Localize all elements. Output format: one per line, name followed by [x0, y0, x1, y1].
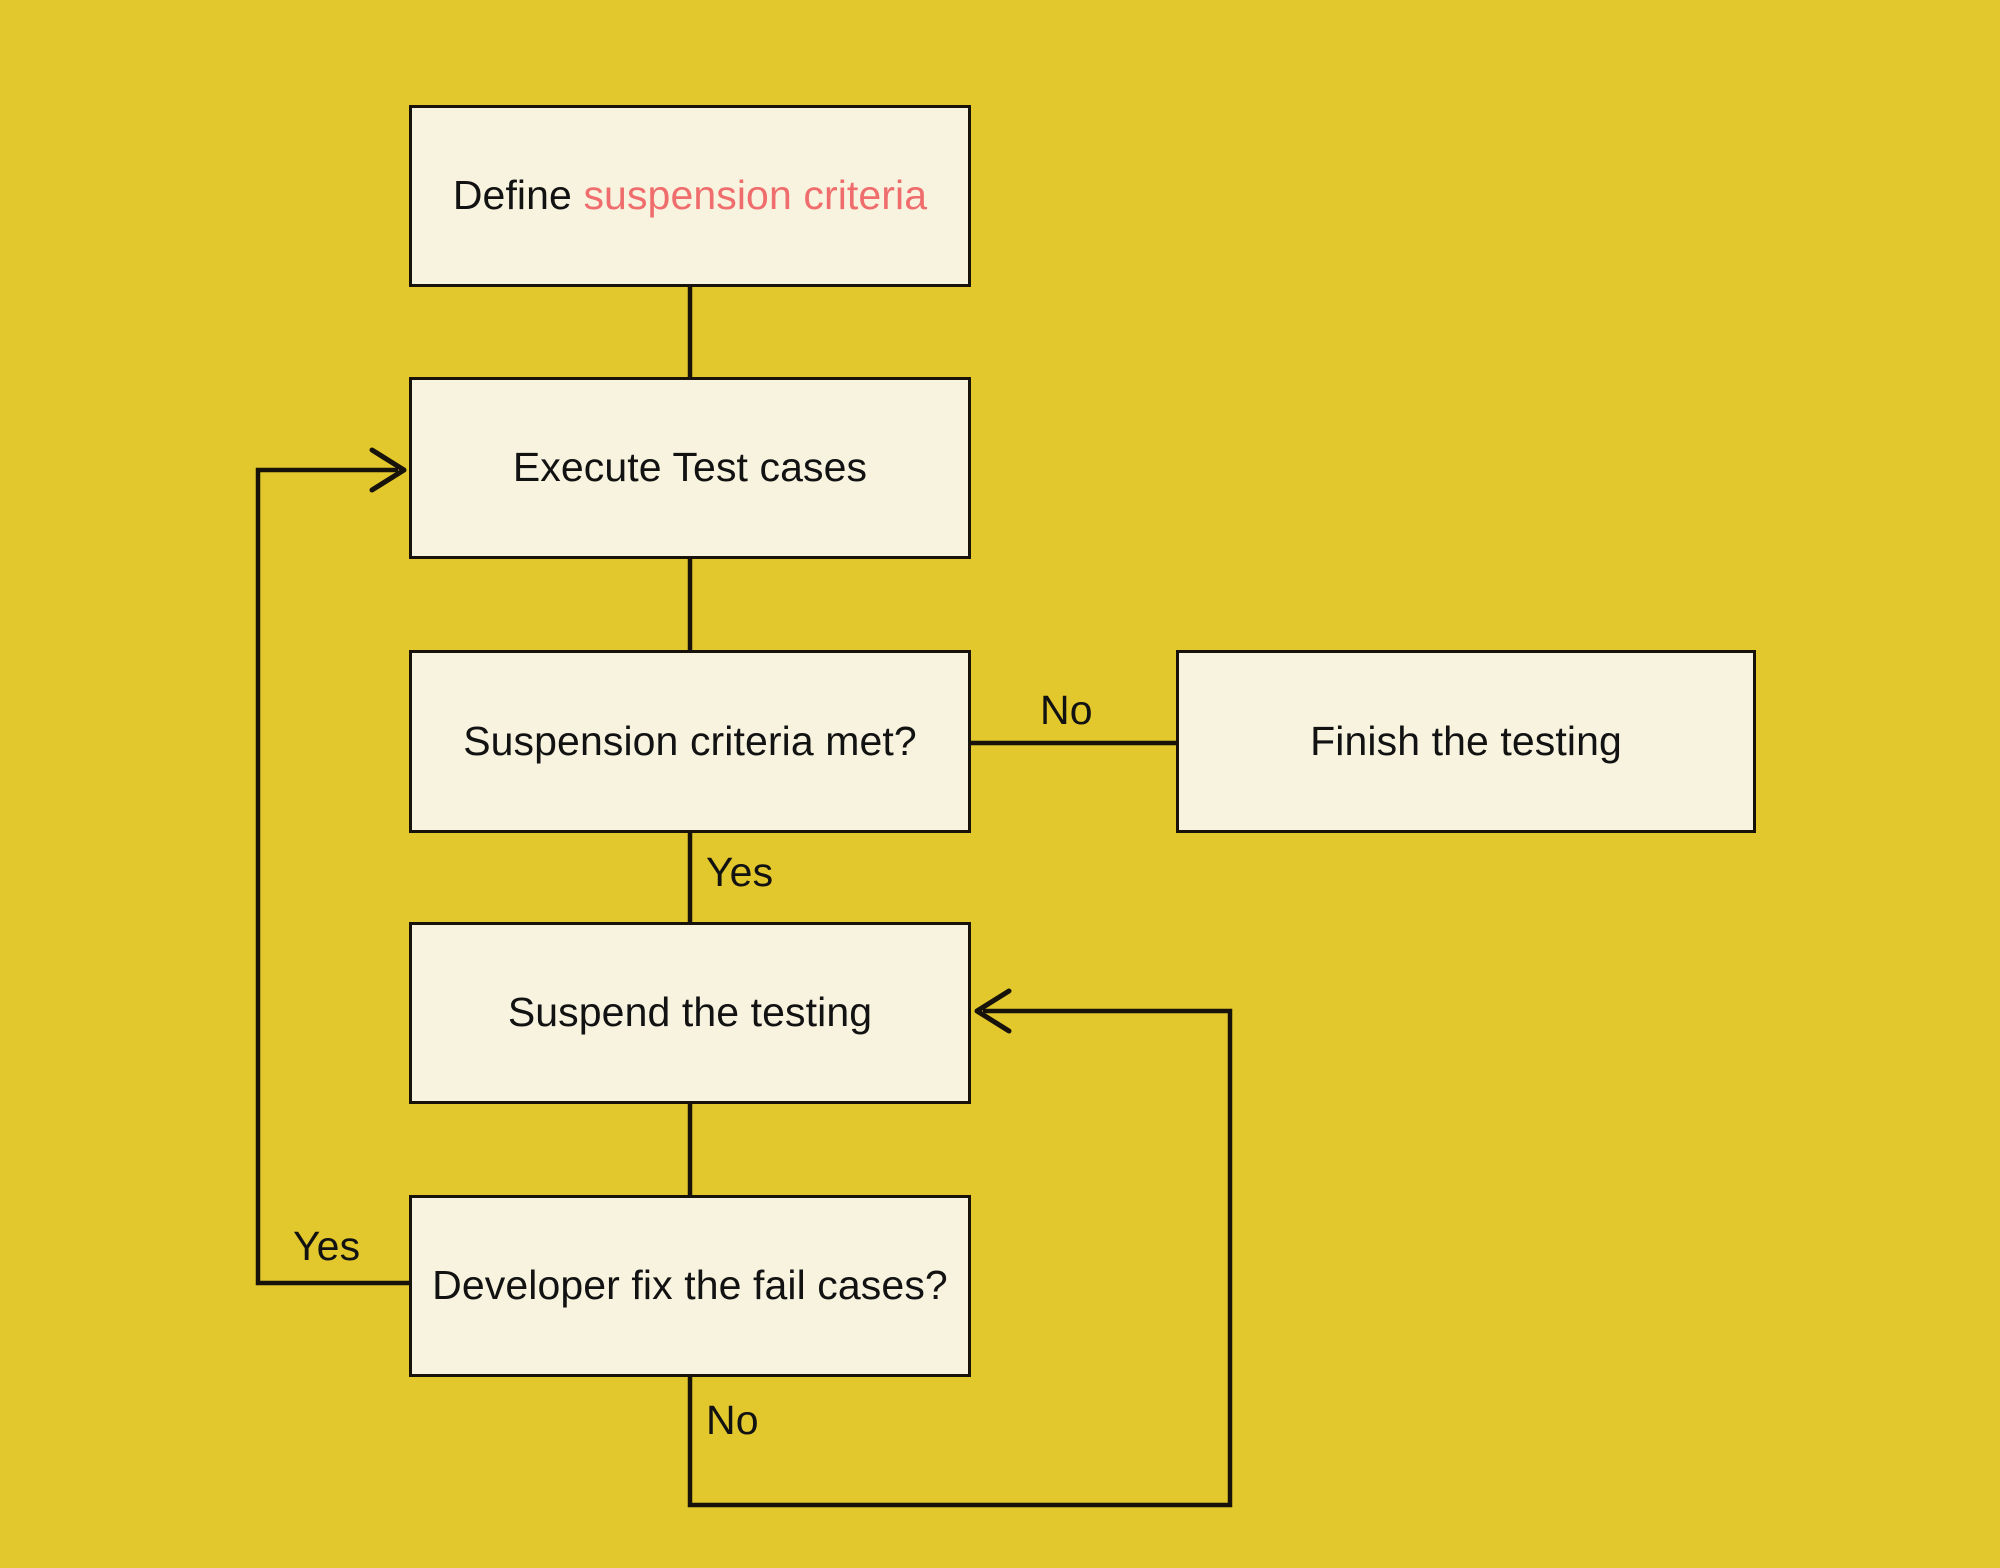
arrowhead-into-execute [369, 447, 407, 493]
node-define-accent-text: suspension criteria [583, 172, 928, 219]
edge-label-yes-loopback: Yes [293, 1223, 361, 1269]
connector-developer-yes-to-execute [255, 467, 409, 1286]
node-suspension-criteria-met-label: Suspension criteria met? [463, 717, 917, 764]
node-define-suspension-criteria[interactable]: Define suspension criteria [409, 105, 971, 287]
node-define-suspension-criteria-label: Define suspension criteria [430, 172, 950, 220]
edge-label-no-finish: No [1040, 687, 1093, 733]
arrowhead-into-suspend [974, 988, 1012, 1034]
node-define-lead-text: Define [452, 172, 584, 219]
node-suspend-the-testing-label: Suspend the testing [507, 989, 873, 1036]
node-developer-fix-the-fail-cases-label: Developer fix the fail cases? [432, 1262, 948, 1309]
node-finish-the-testing-label: Finish the testing [1310, 717, 1622, 764]
edge-label-no-loopback: No [706, 1397, 759, 1443]
node-developer-fix-the-fail-cases[interactable]: Developer fix the fail cases? [409, 1195, 971, 1377]
node-execute-test-cases-label: Execute Test cases [512, 444, 868, 491]
edge-label-yes-suspend: Yes [706, 849, 774, 895]
node-suspension-criteria-met[interactable]: Suspension criteria met? [409, 650, 971, 833]
node-execute-test-cases[interactable]: Execute Test cases [409, 377, 971, 559]
node-finish-the-testing[interactable]: Finish the testing [1176, 650, 1756, 833]
node-suspend-the-testing[interactable]: Suspend the testing [409, 922, 971, 1104]
